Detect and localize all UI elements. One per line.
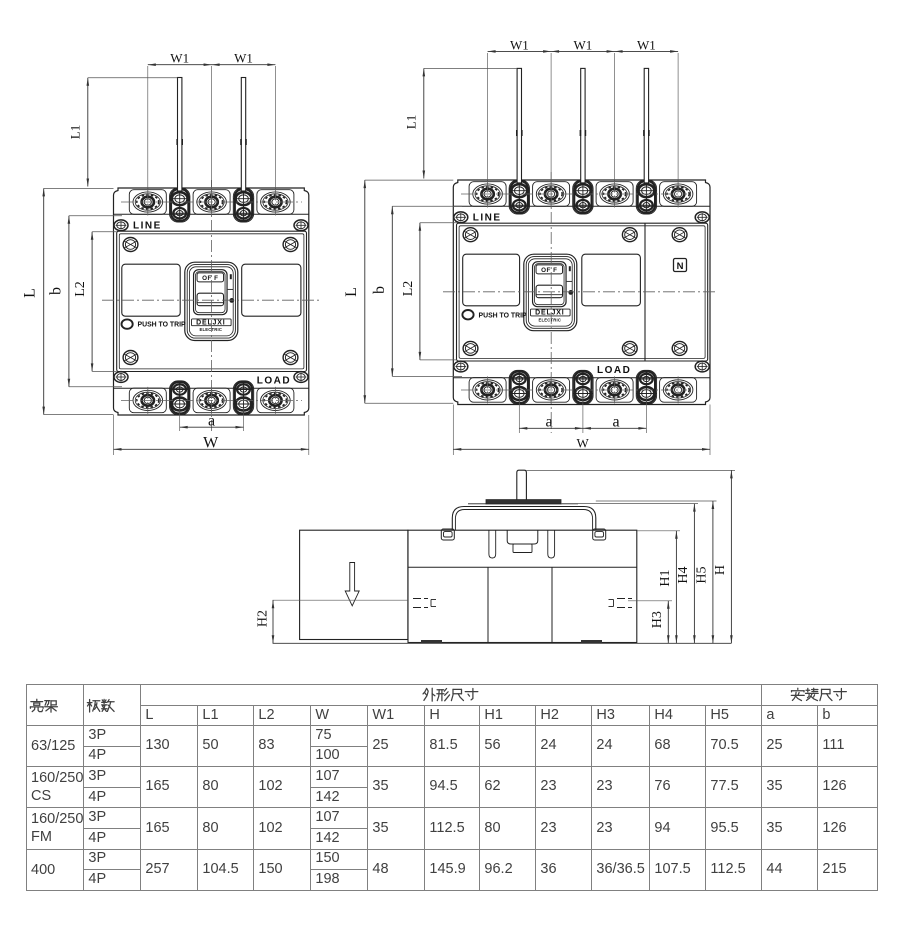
- svg-text:DELJXI: DELJXI: [196, 320, 225, 327]
- svg-text:W: W: [577, 436, 590, 451]
- svg-text:W: W: [203, 435, 219, 452]
- svg-text:L: L: [22, 288, 39, 298]
- svg-text:a: a: [208, 413, 215, 430]
- svg-text:OF F: OF F: [541, 267, 557, 274]
- svg-text:OF F: OF F: [202, 275, 218, 282]
- svg-text:W1: W1: [234, 51, 253, 66]
- svg-text:W1: W1: [170, 51, 189, 66]
- svg-text:b: b: [371, 286, 388, 294]
- svg-text:W1: W1: [574, 37, 593, 52]
- svg-text:H1: H1: [658, 569, 673, 586]
- svg-text:DELJXI: DELJXI: [535, 310, 564, 317]
- svg-text:a: a: [612, 414, 619, 431]
- svg-text:PUSH TO TRIP: PUSH TO TRIP: [479, 312, 528, 319]
- svg-text:b: b: [48, 287, 65, 295]
- svg-text:LOAD: LOAD: [597, 365, 631, 376]
- svg-text:H2: H2: [256, 610, 271, 627]
- svg-text:L2: L2: [401, 281, 416, 297]
- svg-text:PUSH TO TRIP: PUSH TO TRIP: [138, 322, 187, 329]
- svg-text:N: N: [677, 261, 684, 272]
- svg-text:L1: L1: [68, 125, 83, 139]
- svg-text:H5: H5: [694, 566, 709, 583]
- svg-text:W1: W1: [637, 37, 656, 52]
- svg-text:H4: H4: [676, 566, 691, 583]
- svg-text:LOAD: LOAD: [257, 376, 291, 387]
- svg-text:L2: L2: [73, 281, 88, 297]
- svg-text:LINE: LINE: [133, 221, 162, 232]
- svg-text:W1: W1: [510, 37, 529, 52]
- svg-text:ELECTRIC: ELECTRIC: [539, 317, 562, 322]
- svg-text:L1: L1: [404, 115, 419, 129]
- svg-text:LINE: LINE: [473, 213, 502, 224]
- svg-text:ELECTRIC: ELECTRIC: [200, 327, 223, 332]
- svg-text:H: H: [713, 565, 728, 575]
- svg-text:L: L: [343, 287, 360, 297]
- svg-text:a: a: [545, 414, 552, 431]
- svg-text:H3: H3: [650, 611, 665, 628]
